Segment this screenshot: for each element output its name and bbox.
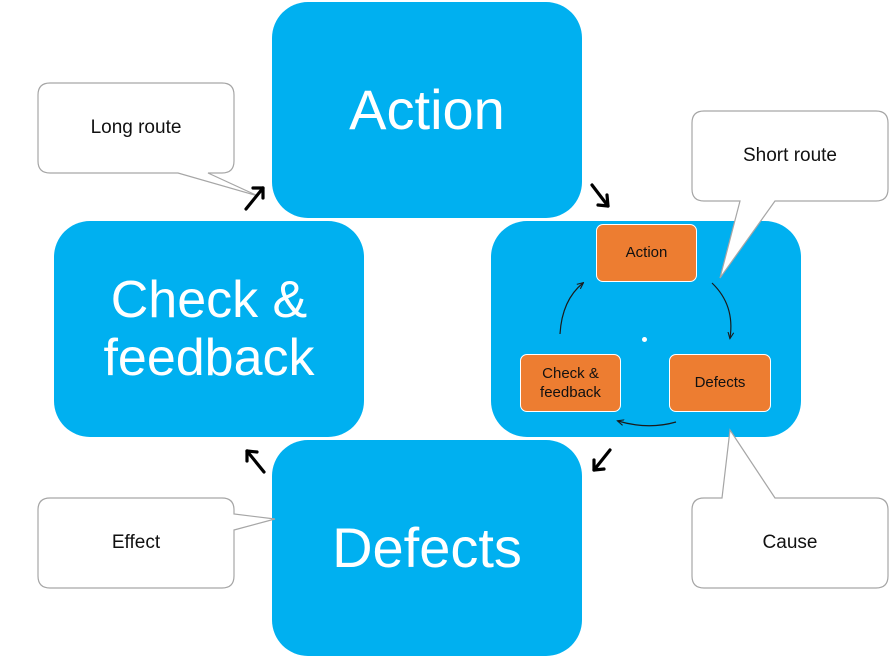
long-route-callout-bubble xyxy=(37,82,259,197)
effect-callout: Effect xyxy=(38,498,234,588)
arrow-defects-to-check xyxy=(245,449,266,474)
inner-action-box: Action xyxy=(596,224,697,282)
cause-callout: Cause xyxy=(692,498,888,588)
inner-cycle-arrows xyxy=(559,282,731,427)
inner-check-label-line1: Check & xyxy=(542,364,599,382)
inner-defects-label: Defects xyxy=(694,374,746,392)
short-route-label: Short route xyxy=(743,145,837,166)
arrow-check-to-action xyxy=(244,186,265,211)
inner-arrow-defects-to-check xyxy=(618,421,677,427)
inner-arrow-action-to-defects xyxy=(711,282,731,338)
check-feedback-block: Check & feedback xyxy=(54,221,364,437)
defects-label: Defects xyxy=(332,515,522,579)
defects-block: Defects xyxy=(272,440,582,656)
effect-callout-bubble xyxy=(37,497,276,589)
check-feedback-label-line2: feedback xyxy=(103,329,315,387)
inner-action-label: Action xyxy=(625,244,668,262)
short-route-callout-bubble xyxy=(691,110,889,279)
inner-center-dot xyxy=(642,337,647,342)
big-cycle-arrows xyxy=(244,183,612,474)
inner-check-feedback-box: Check & feedback xyxy=(520,354,621,412)
check-feedback-label-line1: Check & xyxy=(110,270,308,329)
inner-defects-box: Defects xyxy=(669,354,771,412)
effect-label: Effect xyxy=(111,532,161,553)
action-block: Action xyxy=(272,2,582,218)
long-route-label: Long route xyxy=(90,117,182,138)
arrow-action-to-inner xyxy=(590,183,610,208)
action-label: Action xyxy=(349,77,505,141)
inner-arrow-check-to-action xyxy=(559,283,583,335)
short-route-callout: Short route xyxy=(692,111,888,201)
cause-label: Cause xyxy=(762,532,818,553)
arrow-inner-to-defects xyxy=(592,448,612,472)
inner-check-label-line2: feedback xyxy=(540,384,601,401)
long-route-callout: Long route xyxy=(38,83,234,173)
cause-callout-bubble xyxy=(691,428,889,589)
